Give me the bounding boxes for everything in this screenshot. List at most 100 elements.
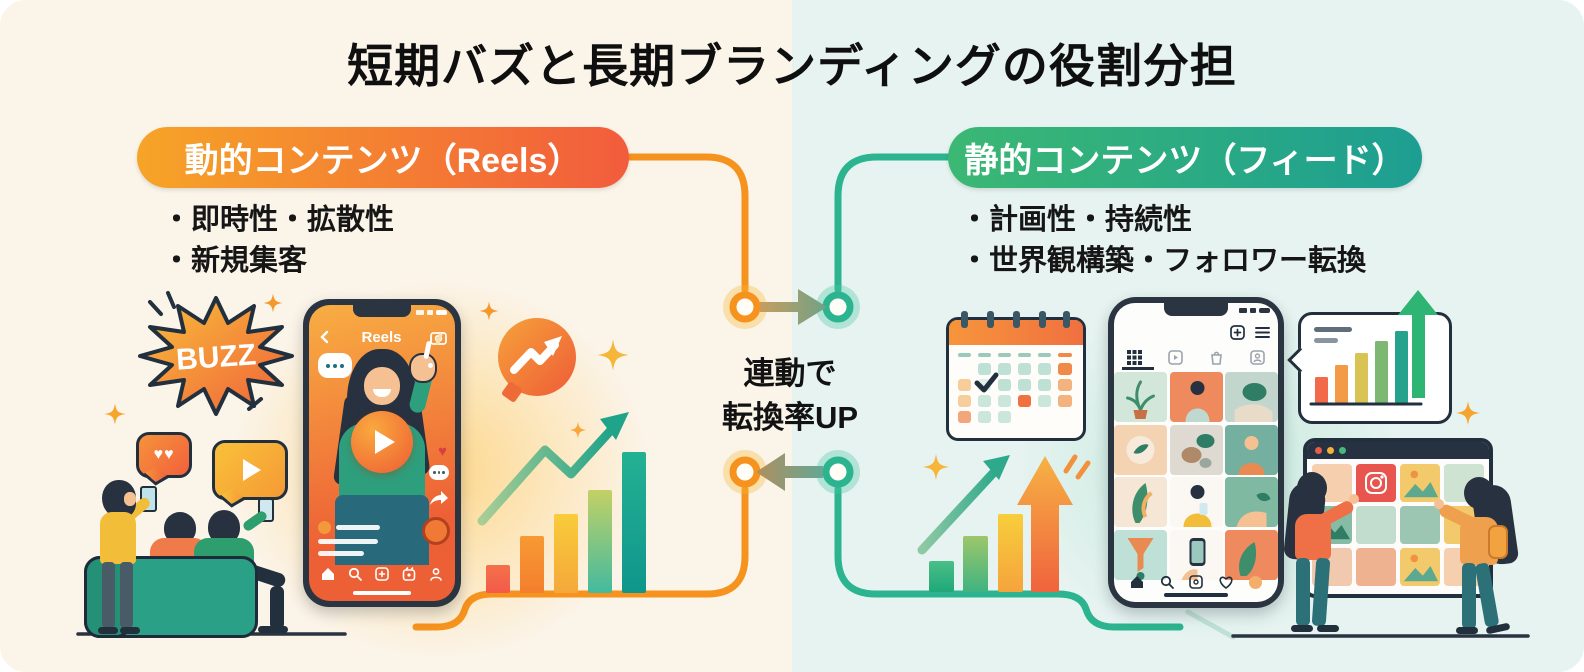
feed-tile[interactable]: [1114, 529, 1167, 580]
left-header-label: 動的コンテンツ（Reels）: [184, 142, 582, 180]
board-tile[interactable]: [1400, 464, 1440, 502]
board-tile[interactable]: [1400, 506, 1440, 544]
trending-up-icon: [510, 336, 562, 374]
buzz-burst: BUZZ: [138, 296, 294, 416]
activity-icon[interactable]: [1219, 576, 1233, 589]
feed-bottom-nav: [1122, 575, 1270, 589]
like-icon[interactable]: ♥: [438, 443, 447, 460]
feed-tile[interactable]: [1114, 372, 1167, 422]
caption-avatar: [318, 521, 331, 534]
feed-phone: [1108, 297, 1284, 608]
feed-tile[interactable]: [1169, 529, 1223, 580]
creator-fist: [409, 353, 437, 383]
phone-notch: [353, 305, 411, 317]
right-bullets: ・計画性・持続性 ・世界観構築・フォロワー転換: [960, 200, 1366, 282]
text-line: [1314, 327, 1352, 332]
analytics-bars: [1309, 331, 1423, 406]
back-icon[interactable]: [317, 329, 333, 345]
burst-shape: [138, 296, 294, 416]
profile-tabs: [1114, 347, 1278, 367]
bullet-item: ・計画性・持続性: [960, 204, 1193, 236]
right-header-label: 静的コンテンツ（フィード）: [964, 142, 1406, 180]
creator-face: [364, 367, 400, 405]
calendar: [946, 311, 1086, 441]
window-dot-red: [1315, 447, 1322, 454]
feed-tile[interactable]: [1225, 372, 1278, 422]
feed-tile[interactable]: [1169, 372, 1223, 422]
caption-line: [318, 551, 364, 556]
synergy-label: 連動で 転換率UP: [690, 352, 890, 440]
reels-tab-icon[interactable]: [1168, 349, 1183, 365]
new-post-icon[interactable]: [1230, 325, 1245, 340]
page-title: 短期バズと長期ブランディングの役割分担: [347, 40, 1237, 92]
planner-woman-right: [1428, 477, 1520, 635]
create-icon[interactable]: [375, 567, 389, 581]
synergy-line1: 連動で: [743, 356, 837, 391]
board-tile[interactable]: [1356, 506, 1396, 544]
calendar-grid: [949, 345, 1083, 438]
tagged-tab-icon[interactable]: [1250, 349, 1265, 365]
instagram-icon: [1365, 472, 1387, 494]
home-icon[interactable]: [1130, 575, 1144, 589]
grid-tab-icon[interactable]: [1127, 349, 1142, 365]
cta-button-icon[interactable]: [422, 517, 450, 545]
feed-tile[interactable]: [1114, 477, 1167, 527]
reels-icon[interactable]: [402, 567, 416, 581]
search-icon[interactable]: [348, 567, 363, 581]
play-icon: [243, 459, 261, 481]
phone-notch: [1164, 303, 1228, 316]
shoulder-bag: [1488, 525, 1508, 559]
heart-icon: ♥♥: [153, 446, 175, 463]
board-tile[interactable]: [1400, 548, 1440, 586]
right-header-pill: 静的コンテンツ（フィード）: [948, 127, 1422, 188]
reels-phone: Reels ♥: [303, 299, 461, 607]
caption-line: [318, 539, 378, 544]
left-header-pill: 動的コンテンツ（Reels）: [137, 127, 629, 188]
profile-icon[interactable]: [429, 567, 443, 581]
play-button-icon[interactable]: [351, 411, 413, 473]
left-bullets: ・即時性・拡散性 ・新規集客: [162, 200, 394, 282]
active-tab-underline: [1122, 367, 1154, 370]
board-tile[interactable]: [1356, 464, 1396, 502]
window-dot-yellow: [1327, 447, 1334, 454]
status-icons: [1239, 308, 1270, 313]
board-tile[interactable]: [1356, 548, 1396, 586]
status-icons: [416, 310, 447, 315]
browser-header: [1307, 442, 1489, 459]
standing-woman-left: [92, 480, 162, 634]
check-icon: [974, 372, 999, 393]
share-icon[interactable]: [428, 489, 450, 507]
feed-tile[interactable]: [1225, 529, 1278, 580]
comment-icon[interactable]: [429, 465, 449, 480]
home-indicator: [1164, 593, 1228, 597]
video-bubble: [212, 440, 288, 500]
shop-tab-icon[interactable]: [1209, 350, 1224, 365]
bullet-item: ・世界観構築・フォロワー転換: [960, 245, 1367, 277]
feed-tile[interactable]: [1169, 477, 1223, 527]
caption-line: [336, 525, 380, 530]
reels-app-title: Reels: [361, 328, 402, 346]
trend-bubble: [498, 318, 576, 396]
menu-icon[interactable]: [1255, 326, 1270, 339]
comment-bubble-icon: [318, 353, 352, 378]
growth-arrow-icon: [1398, 290, 1438, 398]
reels-screen: Reels ♥: [309, 305, 455, 601]
buzz-label: BUZZ: [175, 338, 257, 376]
reels-icon[interactable]: [1189, 575, 1204, 589]
analytics-window: [1287, 312, 1452, 424]
feed-tile[interactable]: [1114, 424, 1167, 475]
feed-tile[interactable]: [1225, 424, 1278, 475]
feed-tile[interactable]: [1225, 477, 1278, 527]
profile-avatar[interactable]: [1249, 575, 1263, 589]
search-icon[interactable]: [1160, 575, 1174, 589]
feed-screen: [1114, 303, 1278, 602]
feed-tile[interactable]: [1169, 424, 1223, 475]
planner-woman-left: [1283, 472, 1373, 634]
hearts-bubble: ♥♥: [136, 432, 192, 478]
bullet-item: ・即時性・拡散性: [162, 204, 395, 236]
home-icon[interactable]: [321, 567, 335, 581]
feed-grid: [1114, 372, 1278, 580]
reels-bottom-nav: [315, 567, 449, 581]
text-line: [1314, 338, 1338, 343]
